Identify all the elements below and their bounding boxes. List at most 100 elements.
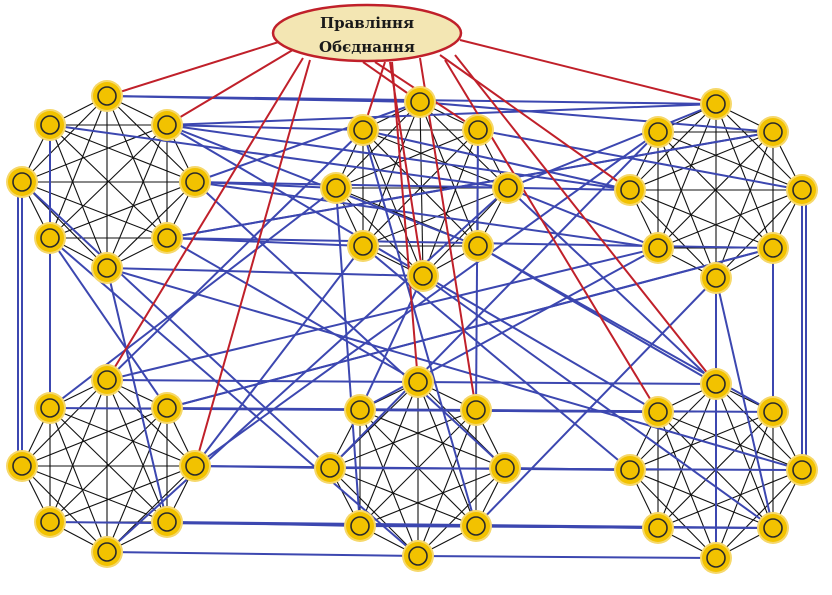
cluster-bottom-middle-node bbox=[344, 510, 376, 542]
intra-edge bbox=[106, 379, 168, 523]
node-inner-circle bbox=[410, 92, 430, 112]
node-inner-circle bbox=[413, 266, 433, 286]
node-inner-circle bbox=[648, 238, 668, 258]
node-inner-circle bbox=[12, 456, 32, 476]
intra-edge bbox=[49, 379, 108, 523]
root-title-line1: Правління bbox=[320, 14, 414, 32]
cluster-top-middle-node bbox=[462, 114, 494, 146]
node-inner-circle bbox=[408, 546, 428, 566]
intra-edge bbox=[359, 381, 419, 527]
intra-edge bbox=[419, 101, 479, 247]
root-edge bbox=[419, 57, 477, 411]
inter-edge bbox=[106, 247, 659, 381]
intra-edge bbox=[629, 189, 774, 249]
inter-edge bbox=[166, 124, 364, 131]
intra-edge bbox=[417, 381, 477, 527]
intra-edge bbox=[629, 189, 717, 279]
inter-edge bbox=[335, 187, 361, 527]
inter-edge bbox=[194, 101, 421, 183]
node-inner-circle bbox=[648, 122, 668, 142]
inter-edge bbox=[475, 129, 479, 411]
intra-edge bbox=[657, 131, 803, 191]
cluster-top-right-node bbox=[642, 116, 674, 148]
intra-edge bbox=[359, 409, 419, 557]
node-inner-circle bbox=[157, 512, 177, 532]
root-edge bbox=[391, 61, 419, 383]
node-inner-circle bbox=[185, 456, 205, 476]
nodes bbox=[6, 80, 818, 574]
intra-edge bbox=[106, 95, 168, 239]
intra-edge bbox=[715, 103, 803, 191]
cluster-bottom-middle-node bbox=[314, 452, 346, 484]
cluster-top-left-node bbox=[6, 166, 38, 198]
intra-edge bbox=[21, 465, 108, 553]
node-inner-circle bbox=[763, 518, 783, 538]
cluster-top-left-node bbox=[151, 222, 183, 254]
cluster-bottom-middle-node bbox=[460, 510, 492, 542]
node-inner-circle bbox=[320, 458, 340, 478]
inter-edge bbox=[49, 124, 509, 189]
inter-edge bbox=[166, 131, 774, 239]
intra-edge bbox=[21, 379, 108, 467]
node-inner-circle bbox=[408, 372, 428, 392]
node-inner-circle bbox=[326, 178, 346, 198]
node-inner-circle bbox=[706, 94, 726, 114]
root-edge bbox=[166, 47, 297, 126]
intra-edge bbox=[629, 131, 774, 191]
cluster-top-middle-node bbox=[404, 86, 436, 118]
intra-edge bbox=[359, 409, 506, 469]
intra-edge bbox=[21, 181, 168, 239]
inter-edge bbox=[507, 187, 659, 249]
cluster-bottom-right-node bbox=[786, 454, 818, 486]
cluster-top-right-node bbox=[786, 174, 818, 206]
node-inner-circle bbox=[157, 228, 177, 248]
cluster-top-left-node bbox=[91, 80, 123, 112]
inter-edge bbox=[49, 237, 419, 557]
intra-edge bbox=[657, 411, 717, 559]
node-inner-circle bbox=[498, 178, 518, 198]
cluster-bottom-middle-node bbox=[344, 394, 376, 426]
cluster-bottom-left-node bbox=[6, 450, 38, 482]
intra-edge bbox=[419, 101, 509, 189]
node-inner-circle bbox=[350, 516, 370, 536]
inter-edge bbox=[362, 129, 477, 527]
node-inner-circle bbox=[97, 542, 117, 562]
inter-edge bbox=[419, 101, 774, 133]
cluster-bottom-left-node bbox=[179, 450, 211, 482]
cluster-top-left-node bbox=[34, 222, 66, 254]
node-inner-circle bbox=[648, 518, 668, 538]
node-inner-circle bbox=[97, 370, 117, 390]
node-inner-circle bbox=[620, 180, 640, 200]
node-inner-circle bbox=[792, 180, 812, 200]
node-inner-circle bbox=[40, 115, 60, 135]
inter-edge bbox=[194, 181, 506, 469]
intra-edge bbox=[106, 124, 168, 269]
cluster-bottom-right-node bbox=[642, 396, 674, 428]
intra-edge bbox=[657, 411, 803, 471]
node-inner-circle bbox=[466, 516, 486, 536]
cluster-bottom-middle-node bbox=[460, 394, 492, 426]
cluster-top-left-node bbox=[91, 252, 123, 284]
node-inner-circle bbox=[157, 115, 177, 135]
node-inner-circle bbox=[353, 236, 373, 256]
intra-edge bbox=[106, 181, 196, 269]
root-edge bbox=[459, 39, 717, 105]
intra-edge bbox=[657, 189, 803, 249]
inter-edge bbox=[329, 131, 659, 469]
intra-edge bbox=[21, 124, 168, 183]
inter-edge bbox=[106, 267, 424, 277]
node-inner-circle bbox=[97, 86, 117, 106]
intra-edge bbox=[362, 101, 421, 247]
inter-edge bbox=[106, 129, 364, 381]
cluster-top-left-node bbox=[179, 166, 211, 198]
node-inner-circle bbox=[706, 548, 726, 568]
node-inner-circle bbox=[468, 120, 488, 140]
root-edge bbox=[106, 57, 304, 381]
node-inner-circle bbox=[185, 172, 205, 192]
root-edge bbox=[194, 59, 311, 467]
cluster-top-middle-node bbox=[492, 172, 524, 204]
cluster-top-left-node bbox=[151, 109, 183, 141]
inter-edge bbox=[475, 277, 717, 527]
node-inner-circle bbox=[763, 402, 783, 422]
